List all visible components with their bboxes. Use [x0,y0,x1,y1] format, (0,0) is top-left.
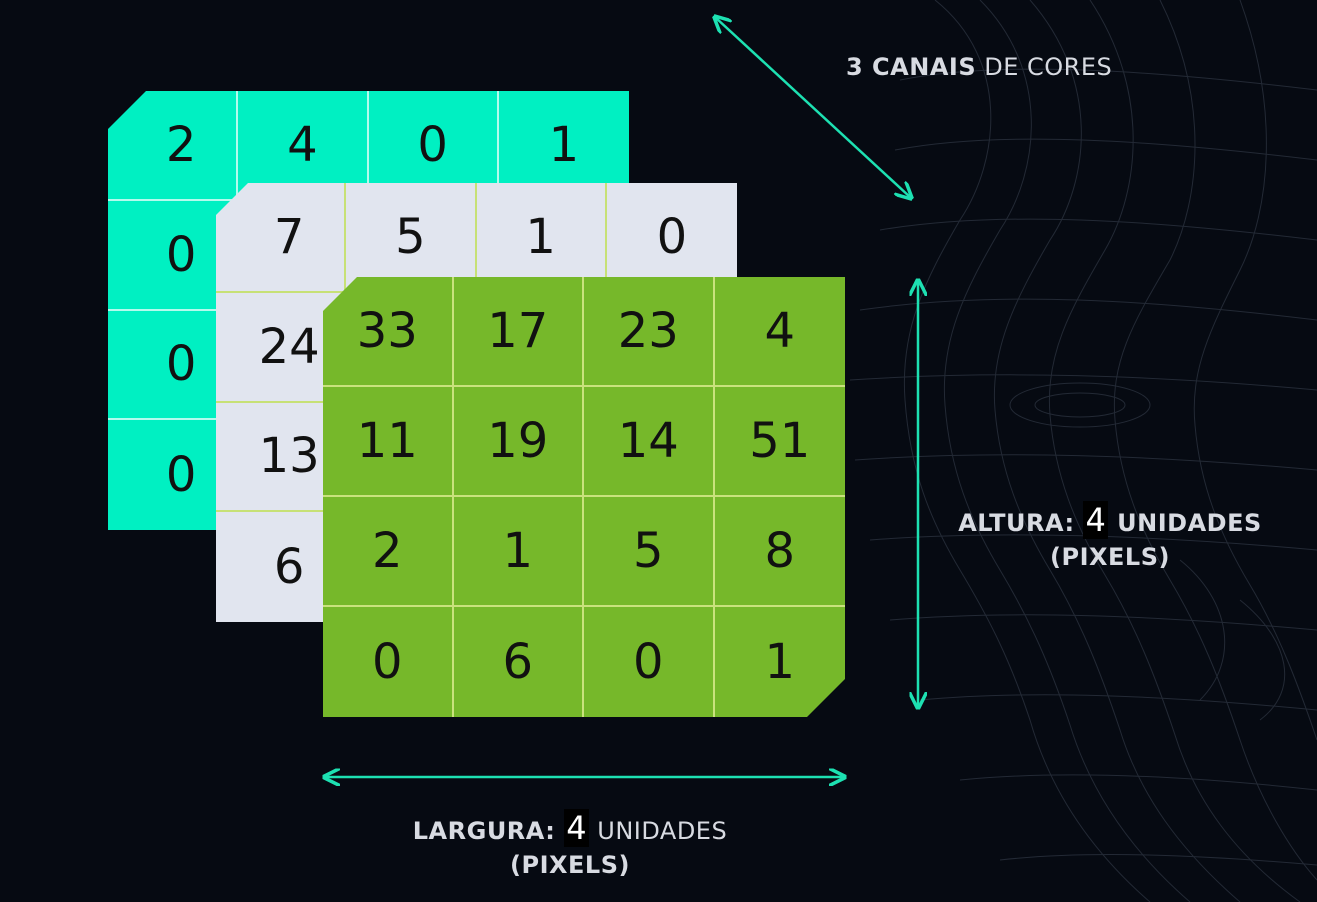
matrix-cell: 0 [584,607,715,717]
matrix-cell: 19 [454,387,585,497]
matrix-cell: 51 [715,387,846,497]
width-label: LARGURA: 4 UNIDADES (PIXELS) [412,809,728,879]
matrix-cell: 2 [108,91,239,201]
matrix-cell: 1 [454,497,585,607]
matrix-cell: 33 [323,277,454,387]
channels-label: 3 CANAIS DE CORES [846,53,1113,81]
matrix-cell: 5 [584,497,715,607]
matrix-cell: 4 [715,277,846,387]
green-channel-layer: 33 17 23 4 11 19 14 51 2 1 5 8 0 6 0 1 [323,277,845,717]
matrix-cell: 8 [715,497,846,607]
matrix-cell: 13 [216,402,347,513]
matrix-cell: 23 [584,277,715,387]
matrix-cell: 11 [323,387,454,497]
matrix-cell: 2 [323,497,454,607]
height-label: ALTURA: 4 UNIDADES (PIXELS) [958,501,1262,571]
matrix-cell: 1 [764,634,796,690]
depth-arrow [716,18,910,197]
matrix-cell: 17 [454,277,585,387]
matrix-cell: 0 [323,607,454,717]
matrix-cell: 7 [216,183,347,293]
matrix-cell: 14 [584,387,715,497]
matrix-cell: 6 [454,607,585,717]
